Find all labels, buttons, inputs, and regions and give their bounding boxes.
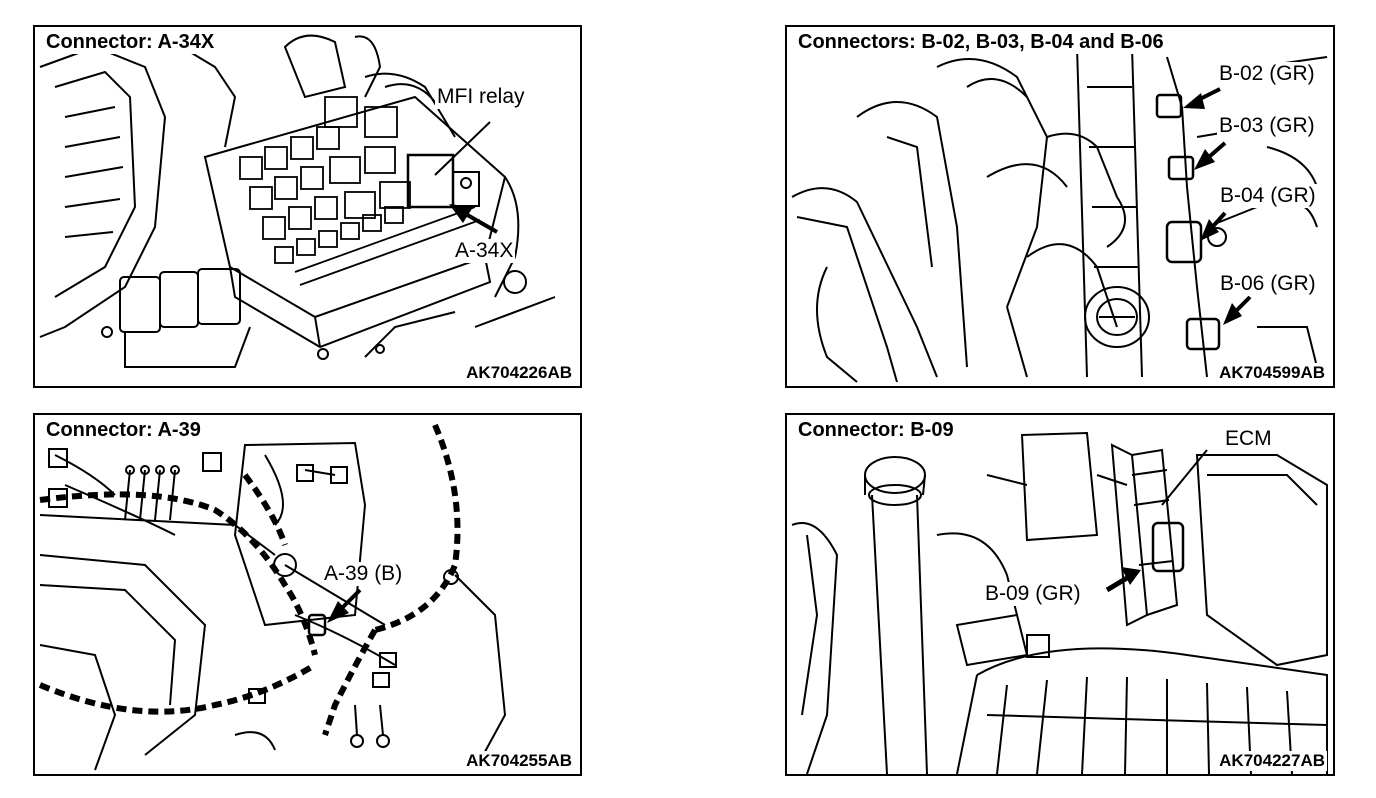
- figure-code: AK704255AB: [464, 751, 574, 771]
- callout-a39: A-39 (B): [322, 562, 405, 586]
- engine-connectors-illustration: [791, 46, 1328, 383]
- panel-title: Connector: A-39: [43, 419, 204, 442]
- panel-connector-a39: Connector: A-39 A-39 (B) AK704255AB: [33, 413, 582, 776]
- panel-connector-b09: Connector: B-09 ECM B-09 (GR) AK704227AB: [785, 413, 1335, 776]
- callout-b09: B-09 (GR): [983, 582, 1083, 606]
- callout-ecm: ECM: [1223, 427, 1274, 451]
- callout-a34x: A-34X: [453, 239, 516, 263]
- callout-b04: B-04 (GR): [1218, 184, 1318, 208]
- callout-b03: B-03 (GR): [1217, 114, 1317, 138]
- panel-title: Connectors: B-02, B-03, B-04 and B-06: [795, 31, 1167, 54]
- callout-b06: B-06 (GR): [1218, 272, 1318, 296]
- panel-connectors-b02-b06: Connectors: B-02, B-03, B-04 and B-06 B-…: [785, 25, 1335, 388]
- panel-title: Connector: B-09: [795, 419, 957, 442]
- relay-box-illustration: [39, 34, 556, 368]
- figure-code: AK704599AB: [1217, 363, 1327, 383]
- figure-code: AK704227AB: [1217, 751, 1327, 771]
- callout-b02: B-02 (GR): [1217, 62, 1317, 86]
- callout-mfi-relay: MFI relay: [435, 85, 527, 109]
- panel-title: Connector: A-34X: [43, 31, 218, 54]
- ecm-illustration: [791, 431, 1328, 774]
- panel-connector-a34x: Connector: A-34X MFI relay A-34X AK70422…: [33, 25, 582, 388]
- figure-code: AK704226AB: [464, 363, 574, 383]
- harness-illustration: [38, 423, 507, 771]
